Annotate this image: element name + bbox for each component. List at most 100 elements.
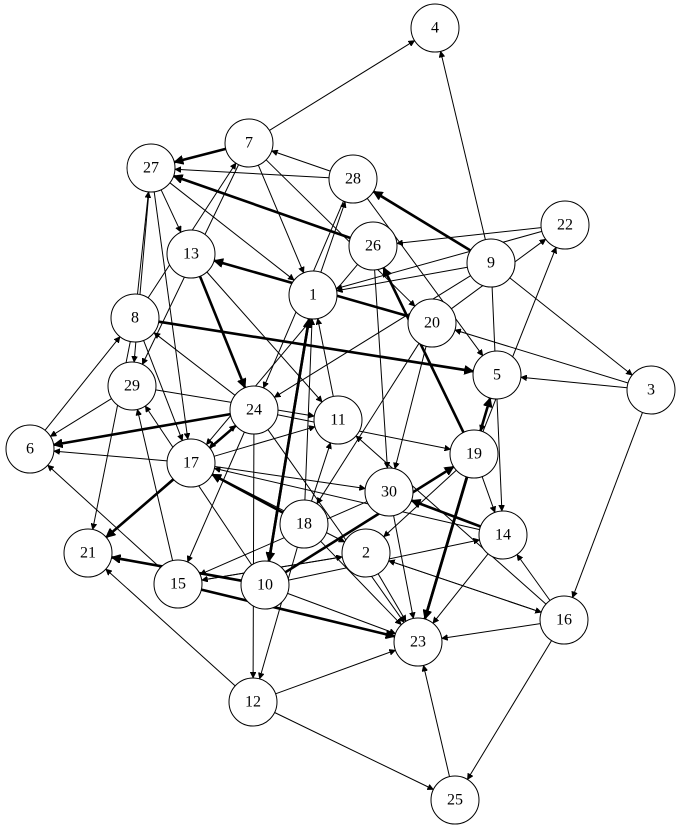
- edge-17-to-21: [106, 478, 174, 537]
- edge-2-to-23: [377, 573, 407, 622]
- edge-28-to-5: [366, 198, 484, 355]
- node-9: 9: [466, 238, 516, 288]
- edge-19-to-22: [482, 247, 556, 432]
- node-label-23: 23: [410, 634, 426, 651]
- edge-24-to-15: [188, 431, 245, 562]
- node-8: 8: [110, 293, 160, 343]
- node-label-29: 29: [124, 378, 140, 395]
- edge-20-to-18: [316, 342, 420, 504]
- node-3: 3: [626, 365, 676, 415]
- node-label-2: 2: [362, 545, 370, 562]
- edge-17-to-6: [54, 451, 168, 462]
- node-circle-17: [166, 438, 216, 488]
- node-circle-19: [449, 429, 499, 479]
- edge-30-to-23: [393, 515, 414, 619]
- node-circle-8: [110, 293, 160, 343]
- edge-25-to-23: [424, 665, 450, 777]
- node-18: 18: [279, 499, 329, 549]
- node-label-10: 10: [257, 577, 273, 594]
- edge-22-to-1: [336, 230, 543, 288]
- edge-3-to-20: [455, 330, 629, 384]
- node-label-11: 11: [330, 412, 345, 429]
- edge-24-to-12: [253, 433, 254, 678]
- node-circle-21: [63, 528, 113, 578]
- node-circle-30: [364, 467, 414, 517]
- node-circle-20: [407, 298, 457, 348]
- edge-8-to-27: [137, 192, 149, 295]
- node-label-22: 22: [557, 217, 573, 234]
- edge-11-to-1: [318, 319, 334, 397]
- edge-3-to-16: [573, 412, 643, 597]
- node-15: 15: [153, 559, 203, 609]
- edge-6-to-8: [44, 337, 120, 431]
- edge-1-to-28: [320, 202, 345, 273]
- node-circle-16: [539, 595, 589, 645]
- edge-16-to-23: [442, 623, 541, 639]
- edge-27-to-17: [153, 191, 188, 439]
- node-label-7: 7: [245, 135, 253, 152]
- edge-10-to-1: [267, 319, 309, 562]
- node-label-24: 24: [246, 402, 262, 419]
- edge-9-to-4: [441, 51, 486, 240]
- edge-20-to-30: [395, 346, 427, 468]
- node-circle-13: [166, 229, 216, 279]
- node-6: 6: [5, 424, 55, 474]
- edge-18-to-11: [311, 443, 331, 502]
- edge-18-to-17: [212, 473, 284, 514]
- node-circle-29: [107, 361, 157, 411]
- edge-28-to-7: [272, 151, 331, 172]
- node-10: 10: [240, 560, 290, 610]
- node-circle-2: [341, 528, 391, 578]
- node-22: 22: [540, 200, 590, 250]
- node-circle-28: [328, 154, 378, 204]
- node-label-16: 16: [556, 612, 572, 629]
- node-21: 21: [63, 528, 113, 578]
- node-circle-24: [229, 385, 279, 435]
- edge-13-to-24: [198, 275, 245, 387]
- node-24: 24: [229, 385, 279, 435]
- edge-17-to-24: [209, 426, 235, 448]
- node-27: 27: [126, 143, 176, 193]
- edge-9-to-1: [337, 266, 468, 291]
- edge-22-to-26: [397, 227, 542, 244]
- edge-24-to-19: [277, 414, 451, 450]
- node-label-20: 20: [424, 315, 440, 332]
- edge-7-to-27: [174, 147, 227, 162]
- edge-17-to-11: [213, 427, 315, 457]
- node-circle-6: [5, 424, 55, 474]
- edge-9-to-3: [509, 277, 632, 375]
- edge-12-to-25: [274, 712, 434, 790]
- edge-30-to-15: [200, 501, 368, 575]
- node-label-17: 17: [183, 455, 199, 472]
- edge-18-to-1: [304, 319, 312, 501]
- node-29: 29: [107, 361, 157, 411]
- node-circle-15: [153, 559, 203, 609]
- edge-14-to-30: [412, 501, 481, 528]
- node-label-1: 1: [309, 287, 317, 304]
- node-circle-22: [540, 200, 590, 250]
- node-label-6: 6: [26, 441, 34, 458]
- node-16: 16: [539, 595, 589, 645]
- edge-16-to-25: [466, 640, 553, 780]
- node-circle-27: [126, 143, 176, 193]
- node-20: 20: [407, 298, 457, 348]
- node-circle-18: [279, 499, 329, 549]
- node-label-19: 19: [466, 446, 482, 463]
- edge-26-to-30: [374, 269, 388, 468]
- edge-29-to-6: [50, 398, 112, 437]
- edge-14-to-23: [433, 553, 489, 623]
- node-1: 1: [288, 270, 338, 320]
- node-label-3: 3: [647, 382, 655, 399]
- node-26: 26: [348, 221, 398, 271]
- node-label-27: 27: [143, 160, 159, 177]
- node-label-25: 25: [447, 792, 463, 809]
- node-label-13: 13: [183, 246, 199, 263]
- edge-16-to-2: [389, 561, 542, 613]
- node-circle-1: [288, 270, 338, 320]
- edge-19-to-14: [481, 476, 495, 513]
- node-label-12: 12: [245, 694, 261, 711]
- node-label-26: 26: [365, 238, 381, 255]
- edge-24-to-8: [154, 333, 236, 396]
- node-4: 4: [410, 3, 460, 53]
